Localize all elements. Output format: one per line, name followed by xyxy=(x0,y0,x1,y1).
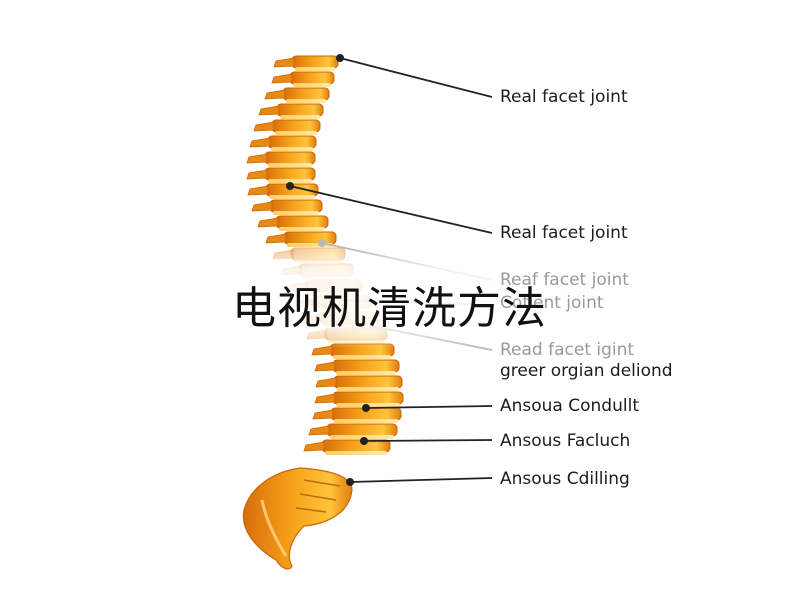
vertebra-process xyxy=(258,105,280,116)
leader-dot xyxy=(318,239,326,247)
vertebra-body xyxy=(264,151,316,165)
intervertebral-disc xyxy=(325,451,387,455)
title-background xyxy=(200,248,720,348)
vertebra-process xyxy=(257,217,279,228)
vertebra-body xyxy=(333,375,403,389)
vertebra-body xyxy=(332,359,400,373)
leader-line xyxy=(365,405,493,409)
leader-line xyxy=(339,57,493,98)
vertebra-body xyxy=(321,439,391,453)
leader-dot xyxy=(360,437,368,445)
intervertebral-disc xyxy=(330,435,394,439)
vertebra-process xyxy=(314,393,336,404)
intervertebral-disc xyxy=(280,115,320,119)
leader-dot xyxy=(346,478,354,486)
vertebra-process xyxy=(312,409,334,420)
vertebra-process xyxy=(303,441,325,452)
intervertebral-disc xyxy=(334,419,398,423)
label-reaf-facet-joint: Reaf facet joint xyxy=(500,270,629,290)
vertebra-body xyxy=(271,119,321,133)
label-ansous-cdilling: Ansous Cdilling xyxy=(500,469,630,489)
vertebra-body xyxy=(283,231,337,245)
vertebra-body xyxy=(332,391,404,405)
intervertebral-disc xyxy=(275,131,317,135)
intervertebral-disc xyxy=(268,163,312,167)
vertebra-process xyxy=(246,153,268,164)
vertebra-body xyxy=(276,103,324,117)
vertebra-body xyxy=(282,87,330,101)
vertebra-process xyxy=(311,345,333,356)
intervertebral-disc xyxy=(293,83,331,87)
label-ansoua-condullt: Ansoua Condullt xyxy=(500,396,639,416)
vertebra-body xyxy=(289,71,335,85)
vertebra-process xyxy=(315,377,337,388)
vertebra-process xyxy=(264,89,286,100)
label-real-facet-joint-top: Real facet joint xyxy=(500,87,628,107)
intervertebral-disc xyxy=(295,67,335,71)
label-ansous-facluch: Ansous Facluch xyxy=(500,431,631,451)
leader-line xyxy=(363,439,493,442)
intervertebral-disc xyxy=(336,371,396,375)
vertebra-body xyxy=(269,199,323,213)
vertebra-body xyxy=(275,215,329,229)
sacrum-coccyx xyxy=(242,467,353,570)
leader-dot xyxy=(336,54,344,62)
vertebra-process xyxy=(249,137,271,148)
intervertebral-disc xyxy=(271,147,313,151)
leader-line xyxy=(349,477,493,483)
label-greer-orgian-deliond: greer orgian deliond xyxy=(500,361,673,381)
intervertebral-disc xyxy=(286,99,326,103)
vertebra-body xyxy=(264,167,316,181)
label-coflent-joint: Coflent joint xyxy=(500,293,604,313)
intervertebral-disc xyxy=(268,179,312,183)
vertebra-process xyxy=(246,169,268,180)
vertebra-body xyxy=(326,423,398,437)
intervertebral-disc xyxy=(279,227,325,231)
intervertebral-disc xyxy=(333,355,391,359)
leader-dot xyxy=(362,404,370,412)
vertebra-process xyxy=(271,73,293,84)
leader-dot xyxy=(286,182,294,190)
intervertebral-disc xyxy=(273,211,319,215)
vertebra-process xyxy=(308,425,330,436)
vertebra-process xyxy=(253,121,275,132)
vertebra-process xyxy=(314,361,336,372)
intervertebral-disc xyxy=(337,387,399,391)
leader-line xyxy=(289,185,493,234)
vertebra-process xyxy=(273,57,295,68)
vertebra-process xyxy=(251,201,273,212)
intervertebral-disc xyxy=(269,195,315,199)
vertebra-process xyxy=(247,185,269,196)
label-read-facet-igint: Read facet igint xyxy=(500,340,635,360)
vertebra-process xyxy=(265,233,287,244)
label-real-facet-joint-mid: Real facet joint xyxy=(500,223,628,243)
vertebra-body xyxy=(291,55,339,69)
overlay-title: 电视机清洗方法 xyxy=(232,283,547,334)
vertebra-body xyxy=(267,135,317,149)
